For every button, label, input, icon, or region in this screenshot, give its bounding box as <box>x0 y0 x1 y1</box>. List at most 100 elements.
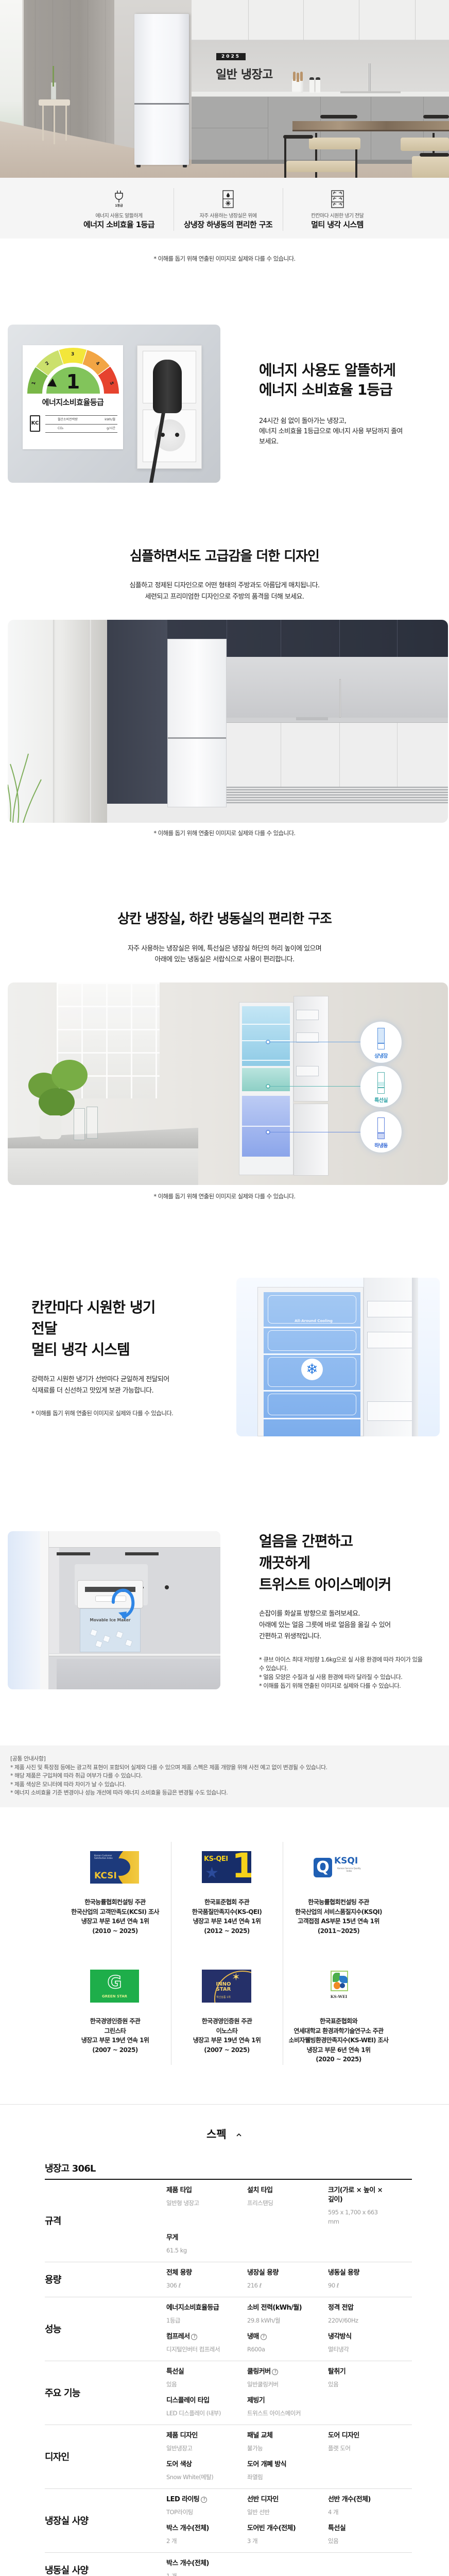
label-row: 월간소비전력량 kWh/월 <box>45 415 117 423</box>
spec-toggle[interactable]: 스펙 <box>0 2127 449 2142</box>
energy-body-line: 에너지 소비효율 1등급으로 에너지 사용 부담까지 줄여 <box>259 428 403 435</box>
award-line: (2007 ~ 2025) <box>204 2046 250 2054</box>
socket-hole <box>161 433 165 437</box>
spec-value: 디지털인버터 컴프레서 <box>166 2346 220 2353</box>
multi-cooling-body-line: 강력하고 시원한 냉기가 선반마다 균일하게 전달되어 <box>31 1376 169 1383</box>
chevron-up-icon[interactable] <box>235 2132 243 2138</box>
spec-item: 컴프레서?디지털인버터 컴프레서 <box>166 2332 247 2354</box>
spec-label: 크기(가로 × 높이 × 깊이) <box>328 2187 383 2204</box>
help-icon[interactable]: ? <box>191 2333 198 2340</box>
cabinet-seam <box>339 723 340 787</box>
spec-label: 냉매 <box>247 2333 259 2341</box>
chair-back <box>423 115 449 118</box>
spec-value: 좌열림 <box>247 2473 263 2481</box>
fridge-freezer-icon-graphic <box>222 190 234 208</box>
stool-leg <box>42 106 44 141</box>
door-edge <box>412 1278 418 1436</box>
spec-value: 프리스탠딩 <box>247 2199 273 2207</box>
ks-qei-logo: KS-QEI 1 ★ <box>202 1851 251 1883</box>
utensil-holder <box>292 79 303 93</box>
spec-value: 트위스트 아이스메이커 <box>247 2410 301 2417</box>
structure-body-line: 자주 사용하는 냉장실은 위에, 특선실은 냉장실 하단의 허리 높이에 있으며 <box>127 945 322 953</box>
spec-value: 90 ℓ <box>328 2282 339 2289</box>
chair-seat <box>412 156 449 178</box>
feature-multi-cooling: 칸칸마다 시원한 냉기 전달 멀티 냉각 시스템 <box>283 178 392 239</box>
callout-dot <box>266 1084 270 1089</box>
chair-seat <box>286 161 357 172</box>
ice-maker-title: 얼음을 간편하고 깨끗하게 트위스트 아이스메이커 <box>259 1531 391 1596</box>
spec-label: 디스플레이 타입 <box>166 2397 210 2404</box>
inno-star-logo-text: INNO STAR <box>216 1981 231 1992</box>
floor <box>107 804 448 823</box>
energy-label-image: 1 2 3 4 5 1 에너지소비효율등급 KC 월간소비전력량 kWh/월 C… <box>8 325 220 483</box>
design-body-line: 심플하고 정제된 디자인으로 어떤 형태의 주방과도 아름답게 매치됩니다. <box>129 582 320 589</box>
multi-cooling-image: All-Around Cooling ❄ <box>236 1278 440 1436</box>
wooden-spoon <box>297 73 299 82</box>
spec-label: 선반 디자인 <box>247 2496 279 2503</box>
ice-cube <box>125 1639 133 1647</box>
cabinet-seam <box>339 620 340 657</box>
structure-title: 상칸 냉장실, 하칸 냉동실의 편리한 구조 <box>117 911 332 927</box>
spec-value: 있음 <box>328 2537 339 2545</box>
ice-maker-notes: * 큐브 아이스 최대 저빙량 1.6kg으로 실 사용 환경에 따라 차이가 … <box>259 1655 425 1690</box>
award-line: 이노스타 <box>216 2027 238 2035</box>
feature-subtitle: 자주 사용하는 냉장실은 위에 <box>199 213 257 219</box>
spec-label: 무게 <box>166 2234 178 2242</box>
counter-front <box>8 1148 198 1185</box>
airflow-loop <box>268 1357 356 1387</box>
spec-label: 패널 교체 <box>247 2432 273 2439</box>
sensor-dot <box>165 1585 169 1589</box>
dining-table <box>292 121 449 131</box>
spec-category: 냉장실 사양 <box>45 2516 89 2527</box>
feature-title: 에너지 소비효율 1등급 <box>83 220 154 229</box>
shelf <box>242 1126 290 1127</box>
callout-crisper: 특선실 <box>360 1066 402 1107</box>
award-line: 한국경영인증원 주관 <box>90 2018 141 2025</box>
sink <box>340 91 401 93</box>
help-icon[interactable]: ? <box>272 2368 279 2375</box>
award-line: 소비자웰빙환경만족지수(KS-WEI) 조사 <box>288 2037 389 2044</box>
energy-title-line: 에너지 소비효율 1등급 <box>259 381 393 398</box>
faucet <box>369 63 371 92</box>
hero-title: 일반 냉장고 <box>216 68 273 81</box>
spec-item: 쿨링커버?일반쿨링커버 <box>247 2367 328 2389</box>
spec-label: 특선실 <box>328 2524 346 2532</box>
freezer-side-wall <box>49 1548 59 1653</box>
ice-cube <box>90 1629 98 1637</box>
award-ks-qei: 한국표준협회 주관 한국품질만족지수(KS-QEI) 냉장고 부문 14년 연속… <box>171 1897 283 1936</box>
spec-label: 쿨링커버 <box>247 2368 271 2376</box>
cabinet-seam <box>415 0 416 40</box>
shelf <box>264 1353 360 1355</box>
ks-wei-wing <box>334 1982 340 1989</box>
spec-value: 3 개 <box>247 2537 258 2545</box>
image-disclaimer: * 이해를 돕기 위해 연출된 이미지로 실제와 다를 수 있습니다. <box>153 829 296 837</box>
air-vent <box>125 1552 159 1555</box>
feature-subtitle: 칸칸마다 시원한 냉기 전달 <box>310 213 364 219</box>
spec-label: 도어 디자인 <box>328 2432 359 2439</box>
help-icon[interactable]: ? <box>201 2496 208 2503</box>
cabinet-seam <box>397 723 398 787</box>
spec-label: 냉장실 용량 <box>247 2269 279 2277</box>
spec-label: 제빙기 <box>247 2397 265 2404</box>
spec-header-rule <box>45 2179 412 2180</box>
hero-countertop <box>192 92 449 97</box>
ice-maker-title-line: 트위스트 아이스메이커 <box>259 1576 391 1593</box>
award-line: (2012 ~ 2025) <box>204 1927 250 1935</box>
glass-shelf <box>49 1654 220 1656</box>
chair-seat <box>401 138 449 151</box>
fridge-compartment <box>242 1006 290 1066</box>
window-frame <box>89 620 91 823</box>
fridge-door <box>364 1278 415 1436</box>
ice-maker-note: * 큐브 아이스 최대 저빙량 1.6kg으로 실 사용 환경에 따라 차이가 … <box>259 1656 423 1672</box>
help-icon[interactable]: ? <box>260 2333 267 2340</box>
green-star-logo-mark: G <box>107 1972 122 1993</box>
award-ks-wei: 한국표준협회와 연세대학교 환경과학기술연구소 주관 소비자웰빙환경만족지수(K… <box>283 2016 394 2064</box>
label-row-name: 월간소비전력량 <box>58 418 78 421</box>
ks-qei-logo-mark: 1 <box>232 1851 251 1883</box>
chair-leg <box>284 137 286 178</box>
